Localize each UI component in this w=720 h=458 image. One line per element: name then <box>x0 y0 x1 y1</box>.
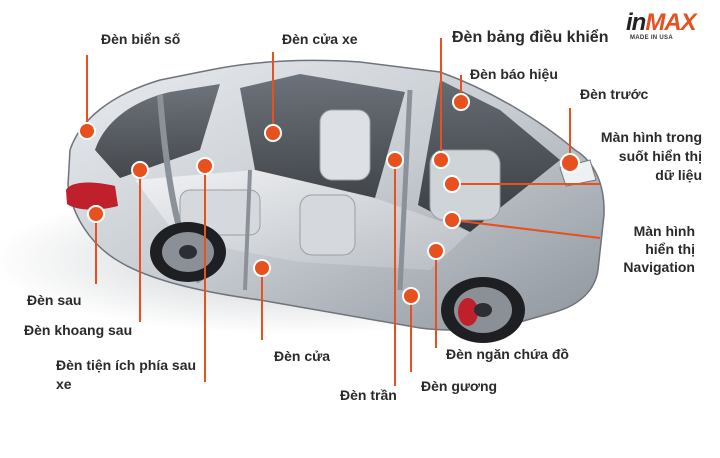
marker-dots <box>78 93 580 305</box>
marker-guong <box>402 287 420 305</box>
label-cua: Đèn cửa <box>274 348 331 364</box>
inmax-logo: inMAX MADE IN USA <box>626 10 712 44</box>
label-man-hinh-trong: Màn hình trong suốt hiển thị dữ liệu <box>600 129 702 183</box>
marker-bang-dieu-khien <box>432 151 450 169</box>
marker-bao-hieu <box>452 93 470 111</box>
label-bang-dieu-khien: Đèn bảng điều khiển <box>452 29 609 46</box>
marker-ngan-chua-do <box>427 242 445 260</box>
label-khoang-sau: Đèn khoang sau <box>24 322 133 338</box>
label-bao-hieu: Đèn báo hiệu <box>470 66 558 82</box>
label-truoc: Đèn trước <box>580 86 649 102</box>
marker-man-hinh-trong <box>443 175 461 193</box>
marker-cua-xe <box>264 124 282 142</box>
logo-text: inMAX <box>626 9 697 36</box>
label-ngan-chua-do: Đèn ngăn chứa đồ <box>446 346 569 362</box>
rear-window <box>95 84 220 178</box>
label-guong: Đèn gương <box>421 378 498 394</box>
marker-tran <box>386 151 404 169</box>
marker-tien-ich <box>196 157 214 175</box>
logo-subtitle: MADE IN USA <box>630 35 673 41</box>
front-wheel <box>441 277 525 343</box>
label-tien-ich: Đèn tiện ích phía sau xe <box>56 357 197 392</box>
marker-khoang-sau <box>131 161 149 179</box>
tail-light <box>66 182 118 210</box>
marker-bien-so <box>78 122 96 140</box>
marker-cua <box>253 259 271 277</box>
front-seat-right <box>299 194 356 256</box>
label-man-hinh-nav: Màn hình hiển thị Navigation <box>623 223 695 275</box>
label-tran: Đèn trần <box>340 387 397 403</box>
leader-lines <box>86 38 601 386</box>
marker-sau <box>87 205 105 223</box>
label-bien-so: Đèn biển số <box>101 31 181 47</box>
label-sau: Đèn sau <box>27 292 82 308</box>
rear-wheel <box>150 222 226 282</box>
marker-truoc <box>560 153 580 173</box>
label-cua-xe: Đèn cửa xe <box>282 31 358 47</box>
front-seat-left <box>319 109 371 181</box>
b-pillar <box>243 169 252 291</box>
marker-man-hinh-nav <box>443 211 461 229</box>
a-pillar <box>397 89 413 291</box>
